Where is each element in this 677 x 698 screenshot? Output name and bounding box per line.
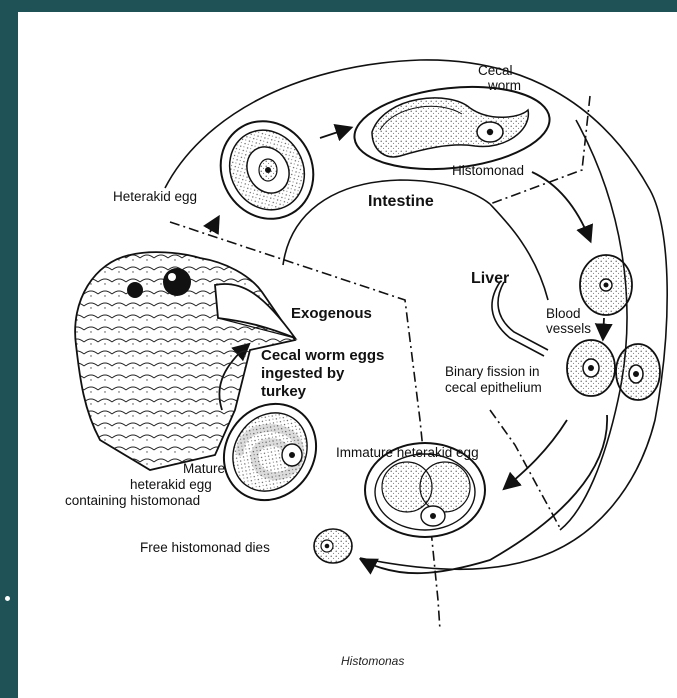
label-binary-fission-2: cecal epithelium: [445, 380, 542, 395]
label-intestine: Intestine: [368, 193, 434, 210]
label-ingested-2: ingested by: [261, 365, 345, 382]
label-mature-2: heterakid egg: [130, 477, 212, 492]
label-ingested-1: Cecal worm eggs: [261, 347, 384, 364]
label-worm: worm: [487, 78, 521, 93]
figure-caption: Histomonas: [341, 654, 404, 668]
liver-arc: [492, 282, 548, 356]
label-cecal: Cecal: [478, 63, 513, 78]
binary-fission-icon: [567, 340, 660, 400]
blood-histomonad-icon: [580, 255, 632, 315]
label-exogenous: Exogenous: [291, 305, 372, 322]
label-mature-1: Mature: [183, 461, 225, 476]
free-histomonad-icon: [314, 529, 352, 563]
label-heterakid-egg: Heterakid egg: [113, 189, 197, 204]
label-histomonad: Histomonad: [452, 163, 524, 178]
label-ingested-3: turkey: [261, 383, 307, 400]
label-mature-3: containing histomonad: [65, 493, 200, 508]
label-immature-egg: Immature heterakid egg: [336, 445, 479, 460]
label-blood: Blood: [546, 306, 581, 321]
label-free-histomonad: Free histomonad dies: [140, 540, 270, 555]
label-liver: Liver: [471, 270, 509, 287]
label-vessels: vessels: [546, 321, 591, 336]
heterakid-egg-icon: [203, 104, 331, 236]
label-binary-fission-1: Binary fission in: [445, 364, 540, 379]
